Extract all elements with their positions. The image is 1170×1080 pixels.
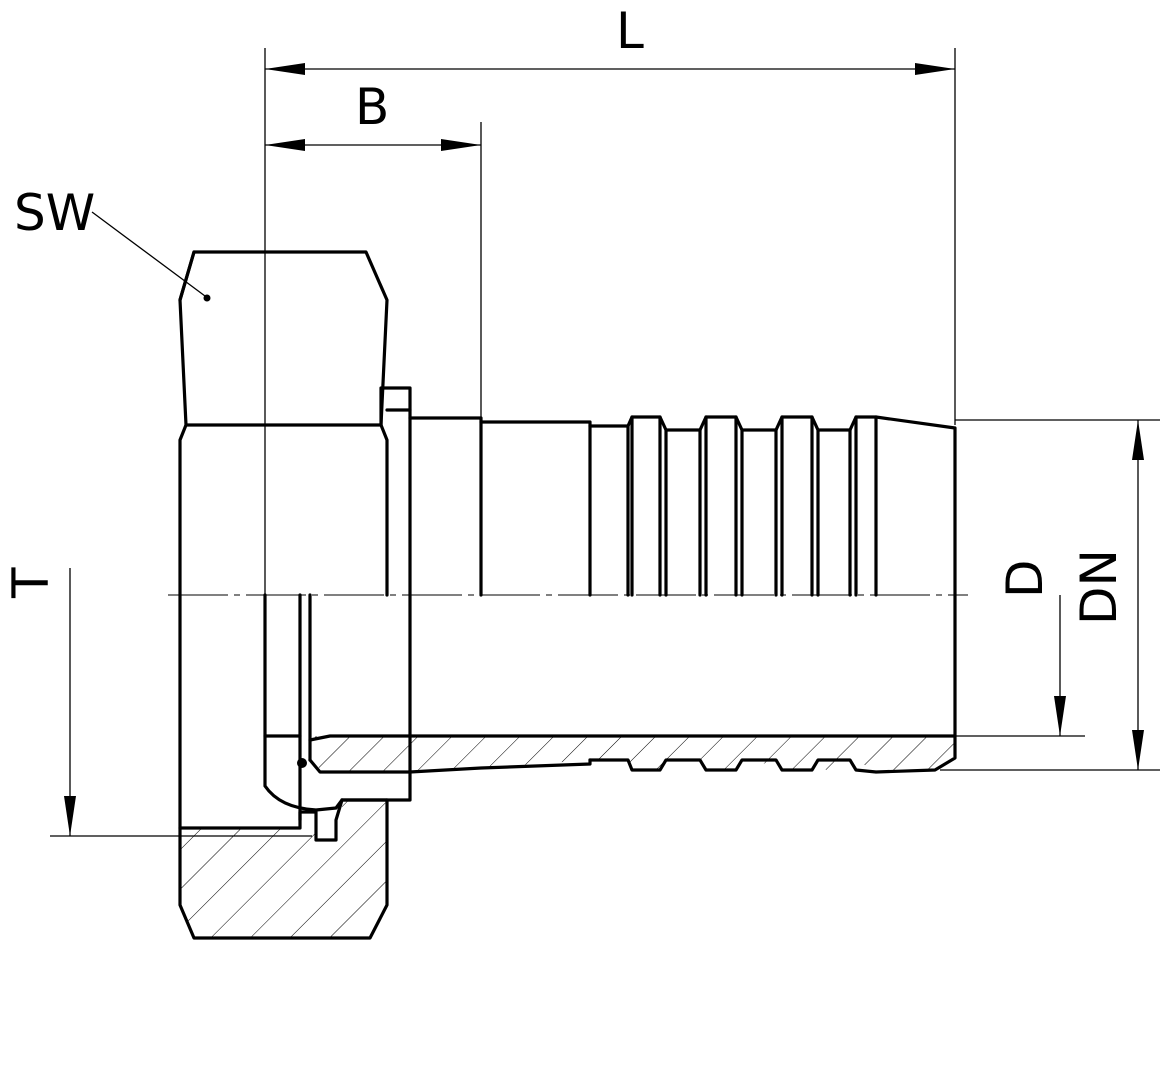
hose-tail-outline <box>408 415 957 597</box>
hex-nut-outline <box>178 250 412 597</box>
o-ring-icon <box>297 758 307 768</box>
label-D: D <box>996 559 1054 598</box>
label-DN: DN <box>1070 549 1128 625</box>
hose-tail-section <box>308 593 957 774</box>
label-L: L <box>616 2 644 60</box>
label-T: T <box>2 567 60 599</box>
sw-leader-line <box>91 211 206 297</box>
label-B: B <box>355 78 389 136</box>
hex-nut-section <box>178 593 412 940</box>
insert-section <box>263 593 344 822</box>
dimension-lines <box>50 48 1160 837</box>
label-SW: SW <box>14 184 95 242</box>
dimension-labels: L B SW T D DN <box>2 2 1128 625</box>
